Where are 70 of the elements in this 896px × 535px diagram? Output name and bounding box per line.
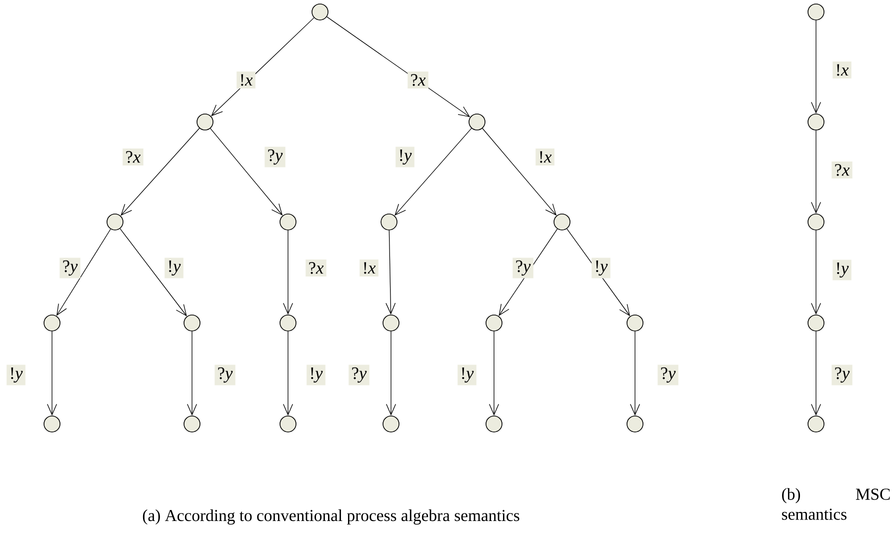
state-circle [196, 114, 214, 130]
edge-label: ?x [306, 259, 326, 277]
edge-label: ?x [122, 148, 144, 166]
state-circle [184, 416, 200, 432]
arrow [47, 331, 57, 416]
edge-label: !x [536, 148, 554, 166]
arrow [630, 331, 640, 416]
arrow [187, 331, 197, 416]
state-circle [626, 416, 644, 432]
state-circle [808, 114, 824, 130]
arrow [283, 331, 293, 416]
arrow [120, 128, 200, 216]
arrow [326, 16, 470, 118]
state-circle [808, 4, 824, 20]
state-circle [312, 4, 328, 20]
arrow [386, 331, 396, 416]
state-circle [380, 214, 398, 230]
state-circle [808, 214, 824, 230]
arrow [482, 128, 557, 216]
edge-label: ?y [512, 258, 534, 278]
edge-label: !y [306, 364, 326, 386]
edge-label: !x [360, 260, 378, 276]
state-circle [808, 314, 824, 332]
state-circle [44, 416, 60, 432]
state-circle [468, 114, 486, 130]
arrow [811, 331, 821, 416]
state-circle [554, 214, 570, 230]
edge-label: ?y [264, 146, 286, 168]
edge-label: !y [164, 258, 184, 278]
state-circle [486, 314, 502, 332]
state-circle [808, 416, 824, 432]
arrow [394, 128, 472, 216]
edge-label: ?y [60, 258, 80, 278]
edge-label: ?y [658, 364, 678, 386]
arrow [498, 228, 558, 316]
arrow [811, 130, 821, 214]
state-circle [382, 314, 400, 332]
edge-label: ?x [408, 71, 428, 89]
arrow [811, 230, 821, 315]
state-circle [280, 314, 296, 332]
edge-label: ?x [832, 161, 852, 179]
edge-label: !y [592, 258, 610, 278]
arrow [811, 20, 821, 114]
state-circle [106, 214, 124, 230]
edge-label: !x [832, 62, 852, 78]
state-circle [184, 314, 200, 332]
state-circle [382, 416, 400, 432]
edge-label: !y [832, 260, 852, 280]
arrow [283, 230, 293, 315]
edge-label: ?y [214, 364, 236, 386]
arrow [211, 17, 314, 116]
state-circle [280, 214, 296, 230]
edge-label: !x [236, 72, 256, 88]
state-circle [280, 416, 296, 432]
state-circle [486, 416, 502, 432]
arrow [489, 331, 499, 416]
arrow [566, 228, 630, 316]
arrow [386, 230, 396, 315]
state-circle [44, 314, 60, 332]
edge-label: ?y [832, 364, 852, 386]
edge-label: !y [6, 364, 26, 386]
caption: (b) MSC semantics [782, 488, 890, 520]
caption: (a) According to conventional process algebra semantics [142, 509, 520, 525]
edge-label: ?y [348, 364, 370, 386]
arrow [56, 228, 111, 316]
arrow [120, 228, 187, 316]
edge-label: !y [396, 146, 414, 168]
state-circle [626, 314, 644, 332]
arrow [210, 128, 283, 216]
edge-label: !y [458, 364, 476, 386]
